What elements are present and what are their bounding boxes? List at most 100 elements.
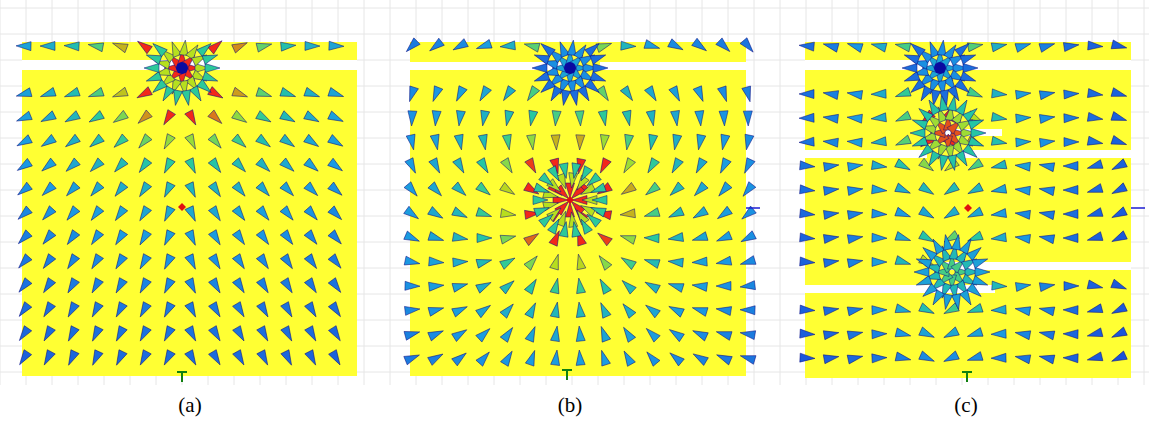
current-vector-arrow — [667, 302, 684, 317]
current-vector-arrow — [667, 349, 684, 366]
current-vector-arrow — [476, 278, 493, 293]
current-vector-arrow — [1063, 329, 1078, 338]
current-vector-arrow — [452, 350, 469, 366]
current-vector-arrow — [1063, 209, 1078, 218]
current-vector-arrow — [280, 230, 296, 247]
current-vector-arrow — [160, 110, 176, 127]
current-vector-arrow — [328, 135, 345, 150]
current-vector-arrow — [525, 158, 540, 175]
current-vector-arrow — [577, 217, 592, 234]
current-vector-arrow — [64, 230, 80, 247]
current-vector-arrow — [16, 350, 32, 367]
current-vector-arrow — [500, 325, 516, 342]
current-vector-arrow — [599, 134, 610, 150]
slot-gap — [945, 262, 1131, 270]
current-vector-arrow — [823, 304, 839, 315]
current-vector-arrow — [185, 302, 200, 319]
current-vector-arrow — [846, 39, 863, 52]
current-vector-arrow — [715, 256, 731, 268]
current-vector-arrow — [406, 134, 418, 150]
port-mark — [562, 370, 572, 380]
current-vector-arrow — [1063, 40, 1079, 51]
current-vector-arrow — [160, 326, 175, 343]
current-vector-arrow — [305, 302, 320, 319]
current-vector-arrow — [823, 160, 839, 171]
current-vector-arrow — [952, 234, 963, 250]
current-vector-arrow — [209, 230, 224, 247]
current-vector-arrow — [926, 40, 940, 57]
current-vector-arrow — [914, 268, 929, 277]
current-vector-arrow — [63, 111, 80, 126]
current-vector-arrow — [280, 158, 297, 175]
current-vector-arrow — [800, 185, 816, 195]
current-vector-arrow — [500, 254, 517, 269]
current-vector-arrow — [280, 111, 297, 126]
current-vector-arrow — [160, 206, 175, 223]
current-vector-arrow — [39, 230, 55, 247]
current-vector-arrow — [160, 158, 175, 175]
current-vector-arrow — [575, 135, 585, 150]
current-vector-arrow — [16, 41, 31, 50]
current-vector-arrow — [87, 182, 104, 199]
current-vector-arrow — [477, 158, 492, 175]
current-vector-arrow — [991, 40, 1008, 52]
current-vector-arrow — [534, 183, 551, 197]
current-vector-arrow — [150, 40, 167, 57]
current-vector-arrow — [589, 203, 606, 217]
current-vector-arrow — [1086, 208, 1103, 221]
current-vector-arrow — [256, 182, 273, 199]
current-vector-arrow — [925, 98, 940, 115]
current-vector-arrow — [1110, 351, 1127, 365]
current-vector-arrow — [404, 206, 421, 222]
current-vector-arrow — [136, 254, 151, 271]
current-vector-arrow — [428, 304, 445, 317]
current-vector-arrow — [895, 328, 912, 340]
current-vector-arrow — [822, 88, 838, 99]
current-vector-arrow — [304, 230, 320, 247]
current-vector-arrow — [966, 159, 983, 174]
current-vector-arrow — [305, 350, 320, 367]
current-vector-arrow — [990, 184, 1006, 196]
current-vector-arrow — [232, 278, 248, 295]
current-vector-arrow — [135, 38, 152, 54]
current-vector-arrow — [955, 40, 972, 57]
current-vector-arrow — [1038, 304, 1054, 316]
current-vector-arrow — [160, 350, 175, 367]
current-vector-arrow — [800, 257, 816, 267]
current-vector-arrow — [937, 155, 948, 171]
current-vector-arrow — [185, 182, 199, 199]
current-vector-arrow — [112, 302, 127, 319]
current-vector-arrow — [477, 233, 492, 242]
current-vector-arrow — [136, 158, 152, 175]
current-vector-arrow — [719, 111, 729, 127]
current-vector-arrow — [64, 302, 79, 319]
current-vector-arrow — [596, 86, 612, 103]
current-vector-arrow — [232, 254, 248, 271]
current-vector-arrow — [281, 302, 296, 319]
current-vector-arrow — [404, 328, 421, 341]
current-vector-arrow — [597, 301, 611, 318]
current-vector-arrow — [872, 185, 888, 195]
current-vector-arrow — [1039, 88, 1055, 100]
current-vector-arrow — [597, 325, 611, 342]
current-vector-arrow — [524, 277, 540, 294]
current-vector-arrow — [63, 206, 79, 223]
panel-label: (a) — [178, 393, 201, 418]
current-vector-arrow — [559, 221, 570, 237]
current-vector-arrow — [559, 163, 570, 179]
current-vector-arrow — [500, 86, 516, 103]
current-vector-arrow — [429, 257, 445, 267]
current-vector-arrow — [1038, 232, 1054, 244]
current-vector-arrow — [800, 209, 816, 219]
current-vector-arrow — [960, 51, 977, 65]
current-vector-arrow — [942, 327, 959, 342]
current-vector-arrow — [822, 40, 839, 53]
current-vector-arrow — [39, 158, 56, 174]
current-vector-arrow — [919, 303, 936, 318]
current-vector-arrow — [739, 231, 756, 246]
current-vector-arrow — [1064, 137, 1079, 146]
current-vector-arrow — [112, 206, 128, 223]
current-vector-arrow — [208, 158, 224, 175]
current-vector-arrow — [1039, 112, 1055, 123]
current-vector-arrow — [739, 328, 755, 339]
